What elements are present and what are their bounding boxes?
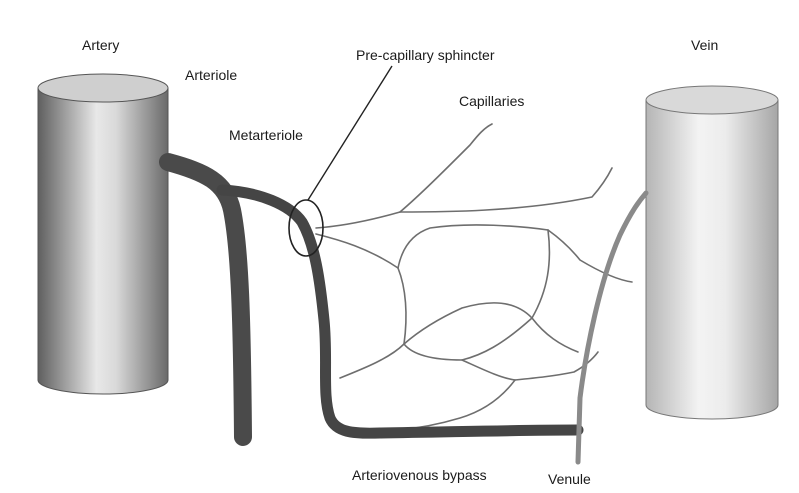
- venule-vessel: [578, 193, 646, 462]
- label-venule: Venule: [548, 471, 591, 487]
- arteriole-vessel: [168, 162, 243, 437]
- capillary: [398, 380, 515, 430]
- label-arteriole: Arteriole: [185, 67, 237, 83]
- capillary: [462, 360, 515, 380]
- capillary: [400, 168, 612, 212]
- capillary: [398, 225, 548, 268]
- label-artery: Artery: [82, 37, 119, 53]
- capillary: [532, 318, 578, 352]
- label-arteriovenous-bypass: Arteriovenous bypass: [352, 467, 487, 483]
- capillary: [316, 212, 400, 228]
- artery-cylinder: [38, 74, 168, 394]
- label-metarteriole: Metarteriole: [229, 127, 303, 143]
- capillary: [404, 303, 532, 344]
- vein-cylinder: [646, 86, 778, 419]
- label-capillaries: Capillaries: [459, 93, 524, 109]
- label-precapillary-sphincter: Pre-capillary sphincter: [356, 47, 495, 63]
- sphincter-pointer-line: [308, 66, 392, 200]
- capillary-network: [316, 124, 632, 430]
- capillary: [340, 344, 404, 378]
- capillary: [400, 124, 492, 212]
- label-vein: Vein: [691, 37, 718, 53]
- capillary: [404, 230, 549, 360]
- capillary: [398, 268, 406, 344]
- capillary: [316, 234, 398, 268]
